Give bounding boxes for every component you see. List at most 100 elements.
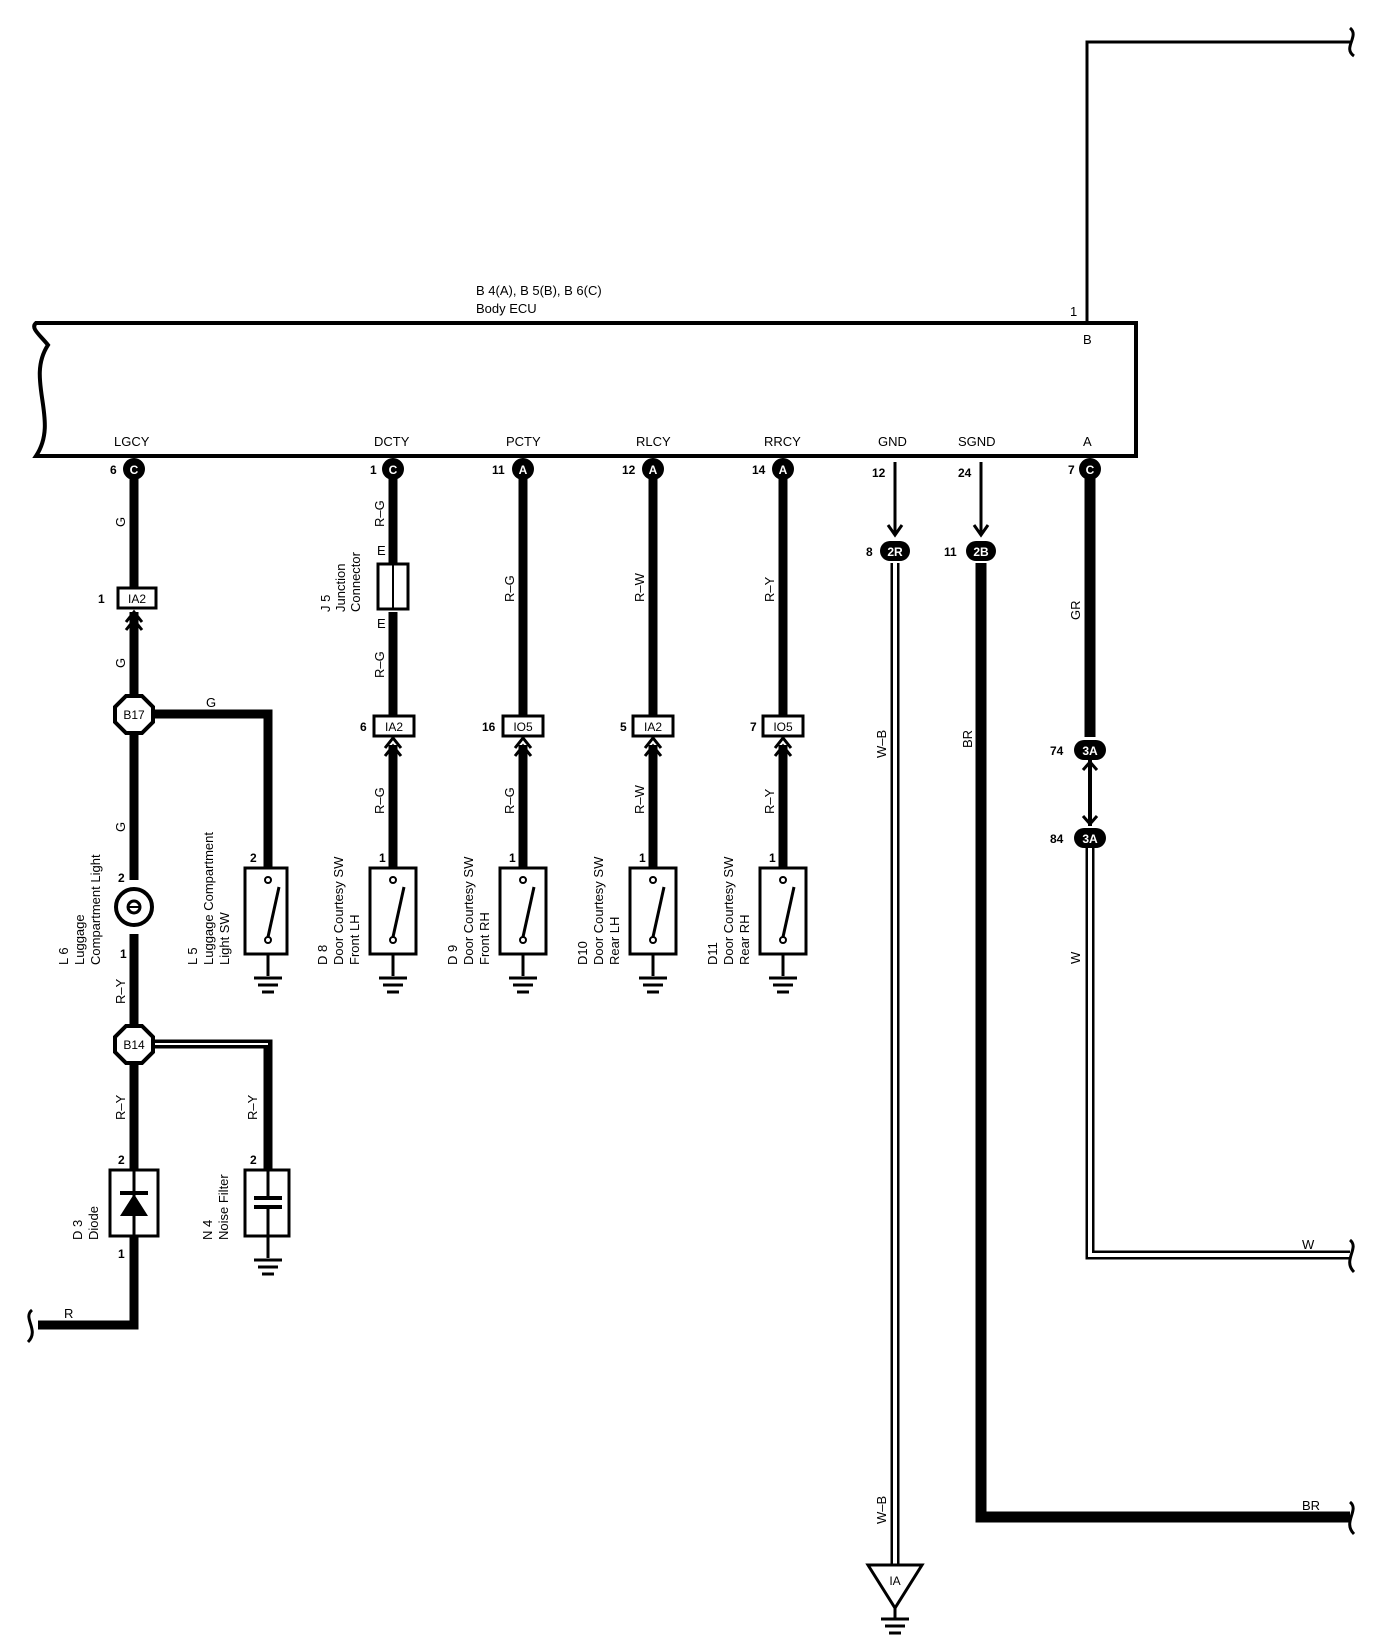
svg-text:C: C (1086, 463, 1095, 477)
ground-icon (254, 976, 282, 994)
svg-text:1: 1 (370, 463, 377, 477)
switch-icon (521, 886, 536, 938)
svg-text:A: A (519, 463, 528, 477)
terminal-lgcy: LGCY (114, 434, 150, 449)
svg-text:Compartment Light: Compartment Light (88, 854, 103, 965)
svg-text:2: 2 (118, 1153, 125, 1167)
ground-icon (379, 976, 407, 994)
junction-connector-j5: J 5 Junction Connector (318, 551, 410, 612)
pin-rrcy: A 14 (752, 458, 794, 480)
connector-chevron-icon (513, 735, 533, 757)
svg-text:14: 14 (752, 463, 766, 477)
switch-icon (266, 886, 281, 938)
terminal-rrcy: RRCY (764, 434, 801, 449)
arrow-down-icon (1081, 815, 1099, 827)
wire-break-icon (1348, 1500, 1356, 1536)
svg-text:C: C (130, 463, 139, 477)
svg-text:7: 7 (750, 720, 757, 734)
component-d10: 1 D10 Door Courtesy SW Rear LH (575, 851, 678, 994)
svg-text:D 8: D 8 (315, 945, 330, 965)
connector-chevron-icon (124, 609, 144, 631)
junction-pin-label: E (377, 543, 386, 558)
wire-label: R–Y (762, 576, 777, 602)
junction-pin-label: E (377, 616, 386, 631)
connector-chevron-icon (643, 735, 663, 757)
wire-label: R–W (632, 572, 647, 602)
connector-ia2-dcty: IA2 6 (360, 714, 416, 757)
wire-label: R (64, 1306, 73, 1321)
ground-icon (254, 1258, 282, 1276)
wire-label: GR (1068, 601, 1083, 621)
svg-text:2R: 2R (887, 545, 903, 559)
ecu-name: Body ECU (476, 301, 537, 316)
svg-text:Diode: Diode (86, 1206, 101, 1240)
svg-text:Door Courtesy SW: Door Courtesy SW (461, 856, 476, 965)
arrow-down-icon (886, 524, 904, 538)
wire-label: R–G (502, 575, 517, 602)
terminal-rlcy: RLCY (636, 434, 671, 449)
wire-label: G (113, 658, 128, 668)
svg-text:7: 7 (1068, 463, 1075, 477)
svg-text:D 3: D 3 (70, 1220, 85, 1240)
svg-text:Luggage: Luggage (72, 914, 87, 965)
wire-break-icon (1348, 1238, 1356, 1274)
wire-label: BR (960, 730, 975, 748)
svg-text:1: 1 (120, 947, 127, 961)
svg-text:12: 12 (872, 466, 886, 480)
svg-text:Front LH: Front LH (347, 914, 362, 965)
pin-gnd: 12 (872, 466, 886, 480)
diode-icon (120, 1194, 148, 1216)
wire-label: R–G (372, 787, 387, 814)
svg-text:84: 84 (1050, 832, 1064, 846)
svg-text:L 6: L 6 (56, 947, 71, 965)
junction-b14: B14 (113, 1024, 155, 1065)
connector-2b: 2B 11 (944, 524, 996, 561)
connector-io5-pcty: IO5 16 (482, 714, 545, 757)
svg-text:Rear LH: Rear LH (607, 917, 622, 965)
wire-label: W (1068, 951, 1083, 964)
wire-labels: G G G G R–Y R–Y R–Y R R–G E E R–G R–G R–… (64, 500, 1320, 1524)
svg-text:6: 6 (360, 720, 367, 734)
svg-text:Noise Filter: Noise Filter (216, 1174, 231, 1240)
svg-text:A: A (649, 463, 658, 477)
svg-text:24: 24 (958, 466, 972, 480)
terminal-dcty: DCTY (374, 434, 410, 449)
wire-label: W–B (874, 1496, 889, 1524)
junction-b17: B17 (113, 694, 155, 735)
svg-text:1: 1 (379, 851, 386, 865)
arrow-up-icon (1081, 759, 1099, 771)
ground-ia: IA (865, 1563, 925, 1635)
svg-text:J 5: J 5 (318, 595, 333, 612)
component-l6: 2 1 L 6 Luggage Compartment Light (56, 854, 154, 965)
switch-icon (651, 886, 666, 938)
component-n4: 2 N 4 Noise Filter (200, 1153, 291, 1276)
svg-text:2: 2 (250, 851, 257, 865)
connector-3a-bottom: 3A 84 (1050, 815, 1106, 848)
svg-text:74: 74 (1050, 744, 1064, 758)
wire-top-right (1085, 26, 1356, 323)
svg-text:1: 1 (639, 851, 646, 865)
connector-chevron-icon (383, 735, 403, 757)
wire-label: G (113, 517, 128, 527)
svg-text:11: 11 (492, 463, 505, 477)
terminal-gnd: GND (878, 434, 907, 449)
svg-text:2: 2 (250, 1153, 257, 1167)
wires (38, 462, 1350, 1565)
svg-text:IA2: IA2 (644, 720, 662, 734)
svg-text:D 9: D 9 (445, 945, 460, 965)
body-ecu: B 4(A), B 5(B), B 6(C) Body ECU 1 B LGCY… (32, 283, 1138, 458)
svg-text:D10: D10 (575, 941, 590, 965)
wire-label: R–W (632, 784, 647, 814)
wire-label: W (1302, 1237, 1315, 1252)
terminal-pcty: PCTY (506, 434, 541, 449)
ecu-box-outline (32, 321, 1138, 458)
svg-text:IA2: IA2 (385, 720, 403, 734)
svg-text:C: C (389, 463, 398, 477)
wire-label: BR (1302, 1498, 1320, 1513)
svg-text:B14: B14 (123, 1038, 145, 1052)
wire-label: R–G (372, 651, 387, 678)
svg-text:Luggage Compartment: Luggage Compartment (201, 832, 216, 965)
ecu-top-connector: B (1083, 332, 1092, 347)
ground-icon (769, 976, 797, 994)
svg-text:16: 16 (482, 720, 496, 734)
